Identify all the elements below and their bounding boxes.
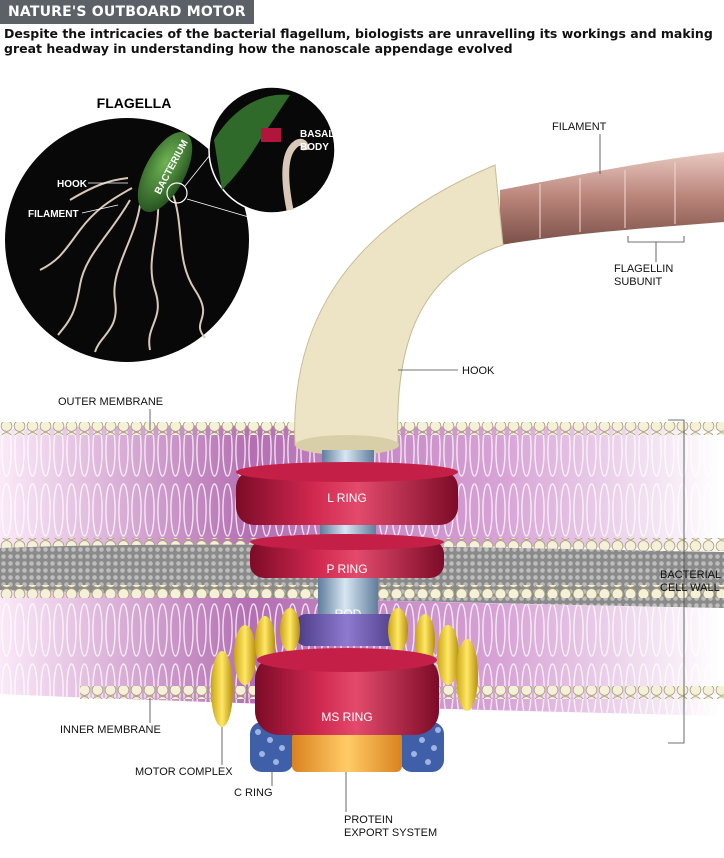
inner-membrane-label: INNER MEMBRANE — [60, 724, 161, 736]
cell-wall-label-1: BACTERIAL — [660, 569, 721, 581]
flagellin-bracket — [627, 236, 685, 243]
zoom-line-2 — [186, 198, 253, 219]
zoom-basal-body — [261, 128, 281, 142]
basal-label-1: BASAL — [300, 129, 334, 140]
motor-complex — [211, 608, 478, 727]
hook-label: HOOK — [462, 365, 495, 377]
filament — [500, 152, 724, 245]
flagellin-label-2: SUBUNIT — [614, 276, 663, 288]
cell-wall-bracket — [668, 419, 685, 744]
basal-body-zoom: BASAL BODY — [208, 86, 336, 214]
inset-hook-label: HOOK — [57, 179, 88, 190]
hook — [294, 164, 504, 446]
outer-membrane-label: OUTER MEMBRANE — [58, 396, 163, 408]
protein-export-label-1: PROTEIN — [344, 814, 393, 826]
zoom-hook-filament — [282, 138, 310, 211]
flagellin-label-1: FLAGELLIN — [614, 263, 673, 275]
inset-filaments — [39, 177, 206, 353]
flagella-inset: FLAGELLA BACTERIUM HOOK FILAMENT — [5, 95, 253, 362]
zoom-marker — [166, 182, 188, 204]
l-ring-label: L RING — [327, 491, 367, 505]
c-ring-label: C RING — [234, 787, 273, 799]
p-ring: P RING — [250, 534, 444, 578]
filament-label: FILAMENT — [552, 121, 607, 133]
p-ring-label: P RING — [326, 562, 367, 576]
inset-filament-label: FILAMENT — [28, 209, 79, 220]
ms-ring-label: MS RING — [321, 710, 372, 724]
inset-heading: FLAGELLA — [97, 95, 172, 111]
l-ring: L RING — [236, 462, 458, 525]
protein-export-system — [292, 732, 402, 772]
purple-ring — [296, 614, 398, 646]
zoom-bacterium-wall — [214, 94, 290, 190]
page-title: NATURE'S OUTBOARD MOTOR — [0, 0, 254, 24]
motor-complex-label: MOTOR COMPLEX — [135, 766, 233, 778]
inset-circle — [5, 118, 249, 362]
page-subtitle: Despite the intricacies of the bacterial… — [4, 26, 713, 56]
ms-ring: MS RING — [255, 648, 439, 735]
inset-filament-pointer — [81, 204, 119, 214]
protein-export-label-2: EXPORT SYSTEM — [344, 827, 437, 839]
basal-label-2: BODY — [300, 142, 329, 153]
cell-wall-label-2: CELL WALL — [660, 582, 720, 594]
